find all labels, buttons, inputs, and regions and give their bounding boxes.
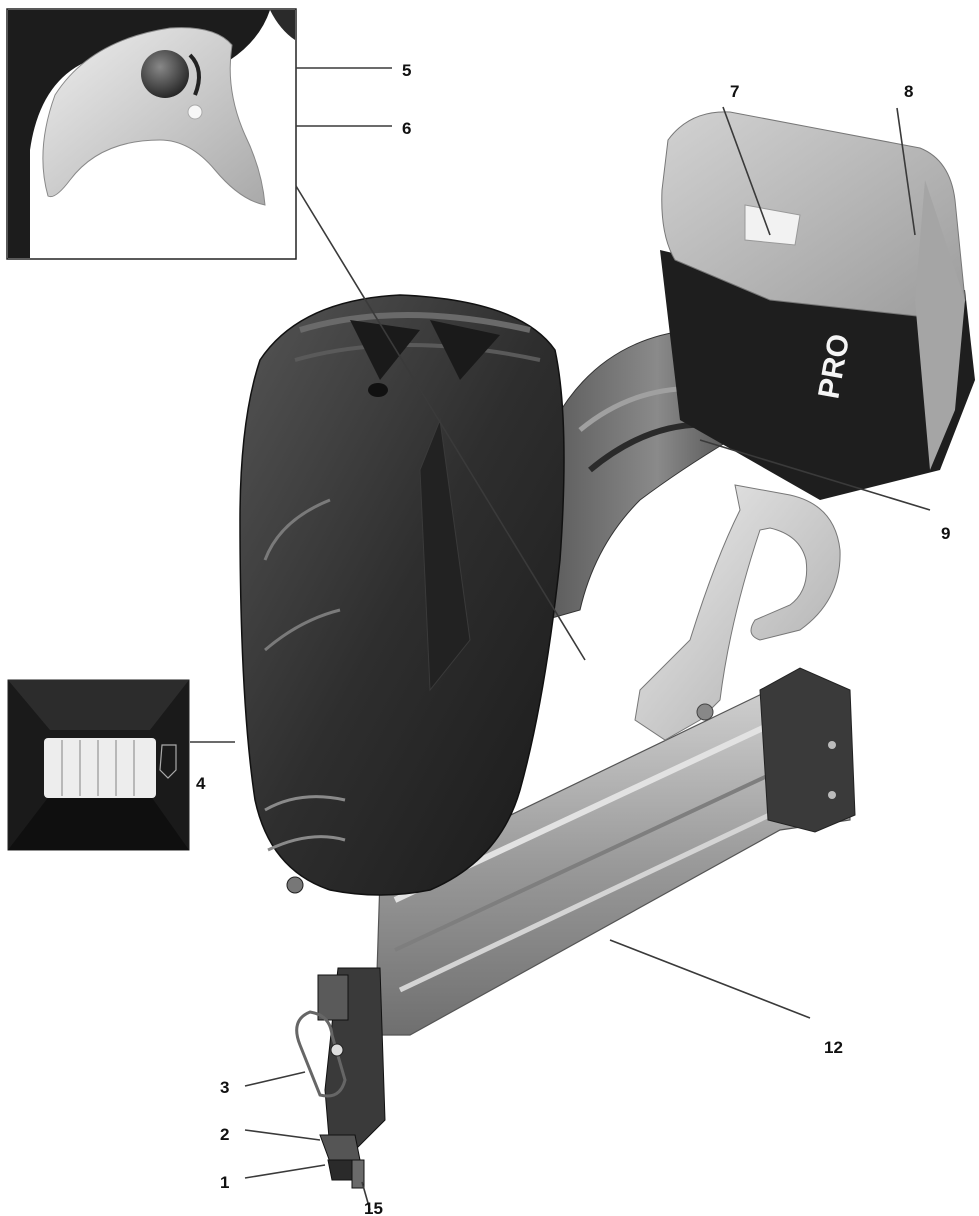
leader-2: [244, 1129, 321, 1141]
leader-8: [896, 107, 916, 236]
leader-15: [361, 1181, 371, 1211]
inset-depth-wheel: [7, 679, 190, 851]
leader-9: [699, 439, 931, 511]
switch-indicator: [187, 104, 203, 120]
callout-7: 7: [730, 82, 739, 101]
jam-release-latch: [295, 1010, 347, 1098]
depth-wheel: [44, 738, 156, 798]
callout-4: 4: [196, 774, 206, 793]
battery-pack: PRO: [660, 111, 975, 500]
callout-5: 5: [402, 61, 411, 80]
inset-switch: [6, 8, 297, 260]
motor-housing: [239, 294, 565, 896]
callout-6: 6: [402, 119, 411, 138]
callout-2: 2: [220, 1125, 229, 1144]
callout-numbers: 5 6 7 8 9 4 12 3 2 1 15: [196, 61, 950, 1216]
callout-1: 1: [220, 1173, 229, 1192]
magazine-end-cap: [759, 667, 856, 833]
callout-8: 8: [904, 82, 913, 101]
nail-gun: PRO: [239, 111, 975, 1189]
battery-release-button: [744, 204, 801, 246]
belt-hook: [634, 484, 841, 741]
callout-15: 15: [364, 1199, 383, 1216]
leader-12: [609, 939, 811, 1019]
switch-knob: [141, 50, 189, 98]
leader-1: [244, 1164, 326, 1179]
switch-housing: [42, 27, 266, 206]
callout-3: 3: [220, 1078, 229, 1097]
leader-3: [244, 1071, 306, 1087]
nose-assembly: [295, 967, 386, 1189]
callout-9: 9: [941, 524, 950, 543]
callout-12: 12: [824, 1038, 843, 1057]
leader-7: [722, 106, 771, 236]
leader-lines: [190, 67, 931, 1211]
leader-6-to-switch: [295, 185, 586, 661]
